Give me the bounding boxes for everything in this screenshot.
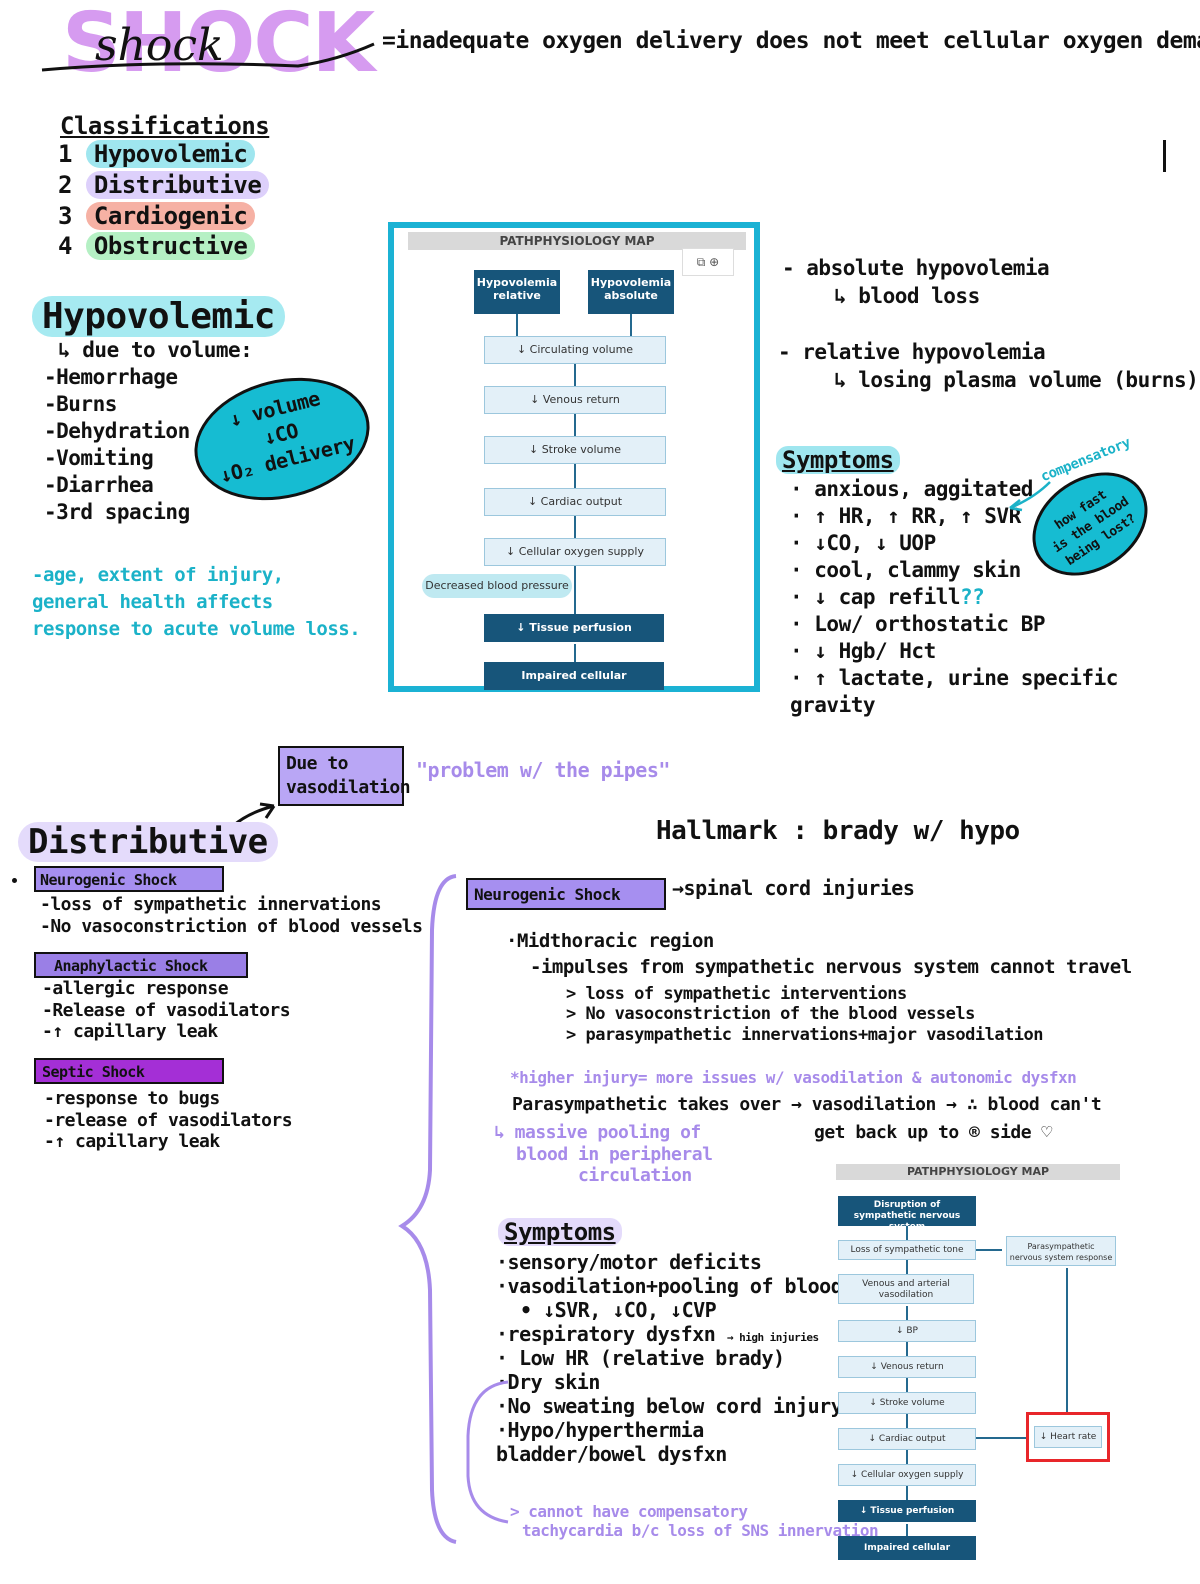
map2-step: Venous and arterial vasodilation	[838, 1274, 974, 1304]
blood-cant-get-back: get back up to ® side ♡	[814, 1122, 1052, 1143]
cause-item: -Dehydration	[44, 419, 190, 443]
compensatory-arrow	[1009, 481, 1051, 512]
map2-step: ↓ Cardiac output	[838, 1428, 976, 1450]
map2-heart-rate-highlight	[1026, 1412, 1110, 1462]
map1-tools[interactable]: ⧉ ⊕	[682, 248, 734, 276]
classification-item: 1 Hypovolemic	[58, 140, 269, 169]
anaphylactic-items: -allergic response -Release of vasodilat…	[42, 978, 291, 1043]
classification-item: 4 Obstructive	[58, 232, 269, 261]
map2-tissue: ↓ Tissue perfusion	[838, 1500, 976, 1522]
septic-tag: Septic Shock	[34, 1058, 224, 1084]
window-icon[interactable]: ⧉	[696, 255, 706, 269]
cause-item: -Burns	[44, 392, 117, 416]
map1-tissue: ↓ Tissue perfusion	[484, 614, 664, 642]
hypovolemic-heading: Hypovolemic	[32, 296, 285, 337]
title-shock: SHOCK	[62, 0, 375, 91]
map1-final: Impaired cellular metabolism	[484, 662, 664, 710]
distributive-heading: Distributive	[18, 822, 278, 862]
neurogenic-sub-items: > loss of sympathetic interventions > No…	[566, 984, 1044, 1045]
map1-side-bp: Decreased blood pressure	[422, 574, 572, 598]
map1-step: ↓ Cardiac output	[484, 488, 666, 516]
classification-list: 1 Hypovolemic 2 Distributive 3 Cardiogen…	[58, 140, 270, 261]
map1-title: PATHPHYSIOLOGY MAP	[408, 232, 746, 250]
septic-items: -response to bugs -release of vasodilato…	[44, 1088, 293, 1153]
stray-mark	[1163, 140, 1166, 172]
map2-step: ↓ Venous return	[838, 1356, 976, 1378]
hallmark: Hallmark : brady w/ hypo	[656, 816, 1020, 846]
neurogenic-symptoms-heading: Symptoms	[498, 1218, 622, 1246]
relative-hypovolemia: - relative hypovolemia ↳ losing plasma v…	[778, 340, 1199, 392]
hypovolemic-due-to: ↳ due to volume:	[58, 338, 253, 362]
map2-step: ↓ Stroke volume	[838, 1392, 976, 1414]
anaphylactic-tag: Anaphylactic Shock	[34, 952, 248, 978]
title-underline	[41, 42, 375, 72]
neurogenic-tag: Neurogenic Shock	[466, 878, 666, 910]
map1-step: ↓ Circulating volume	[484, 336, 666, 364]
map2-step: ↓ BP	[838, 1320, 976, 1342]
hypovolemic-symptoms: · anxious, aggitated · ↑ HR, ↑ RR, ↑ SVR…	[790, 477, 1118, 717]
due-to-vasodilation-box: Due to vasodilation	[278, 746, 411, 806]
cause-item: -Hemorrhage	[44, 365, 178, 389]
hypovolemic-symptoms-heading: Symptoms	[776, 446, 900, 474]
volume-bubble: ↓ volume ↓CO ↓O₂ delivery	[181, 360, 383, 518]
compensatory-tachy-note: > cannot have compensatory tachycardia b…	[510, 1502, 879, 1541]
cause-item: -Vomiting	[44, 446, 154, 470]
map1-step: ↓ Stroke volume	[484, 436, 666, 464]
classifications-heading: Classifications	[60, 112, 270, 140]
small-brace	[466, 1380, 509, 1524]
parasympathetic-takes-over: Parasympathetic takes over → vasodilatio…	[512, 1094, 1102, 1115]
shock-definition: =inadequate oxygen delivery does not mee…	[382, 28, 1200, 54]
impulses: -impulses from sympathetic nervous syste…	[530, 956, 1132, 978]
massive-pooling-note: ↳ massive pooling of blood in peripheral…	[494, 1122, 713, 1187]
map2-step: Loss of sympathetic tone	[838, 1240, 976, 1260]
midthoracic: ·Midthoracic region	[506, 930, 714, 952]
neurogenic-symptoms: ·sensory/motor deficits ·vasodilation+po…	[496, 1250, 854, 1466]
zoom-icon[interactable]: ⊕	[709, 255, 720, 269]
bullet-dot	[12, 878, 17, 883]
neurogenic-tag-left: Neurogenic Shock	[34, 866, 224, 892]
hypovolemic-causes: -Hemorrhage -Burns -Dehydration -Vomitin…	[44, 364, 190, 526]
problem-pipes-note: "problem w/ the pipes"	[416, 758, 670, 782]
higher-injury-note: *higher injury= more issues w/ vasodilat…	[510, 1068, 1077, 1087]
neurogenic-items-left: -loss of sympathetic innervations -No va…	[40, 894, 423, 937]
map2-final: Impaired cellular metabolism	[838, 1536, 976, 1577]
spinal-cord-note: →spinal cord injuries	[672, 876, 915, 900]
absolute-hypovolemia: - absolute hypovolemia ↳ blood loss	[782, 256, 1050, 308]
big-brace	[398, 874, 457, 1544]
cause-item: -3rd spacing	[44, 500, 190, 524]
map2-step: ↓ Cellular oxygen supply	[838, 1464, 976, 1486]
cause-item: -Diarrhea	[44, 473, 154, 497]
hypovolemic-note: -age, extent of injury, general health a…	[32, 564, 361, 640]
map2-title: PATHPHYSIOLOGY MAP	[836, 1164, 1120, 1180]
map1-step: ↓ Cellular oxygen supply	[484, 538, 666, 566]
classification-item: 2 Distributive	[58, 170, 270, 200]
map2-heart-rate: ↓ Heart rate	[1034, 1426, 1102, 1448]
map1-step: ↓ Venous return	[484, 386, 666, 414]
classification-item: 3 Cardiogenic	[58, 201, 269, 231]
